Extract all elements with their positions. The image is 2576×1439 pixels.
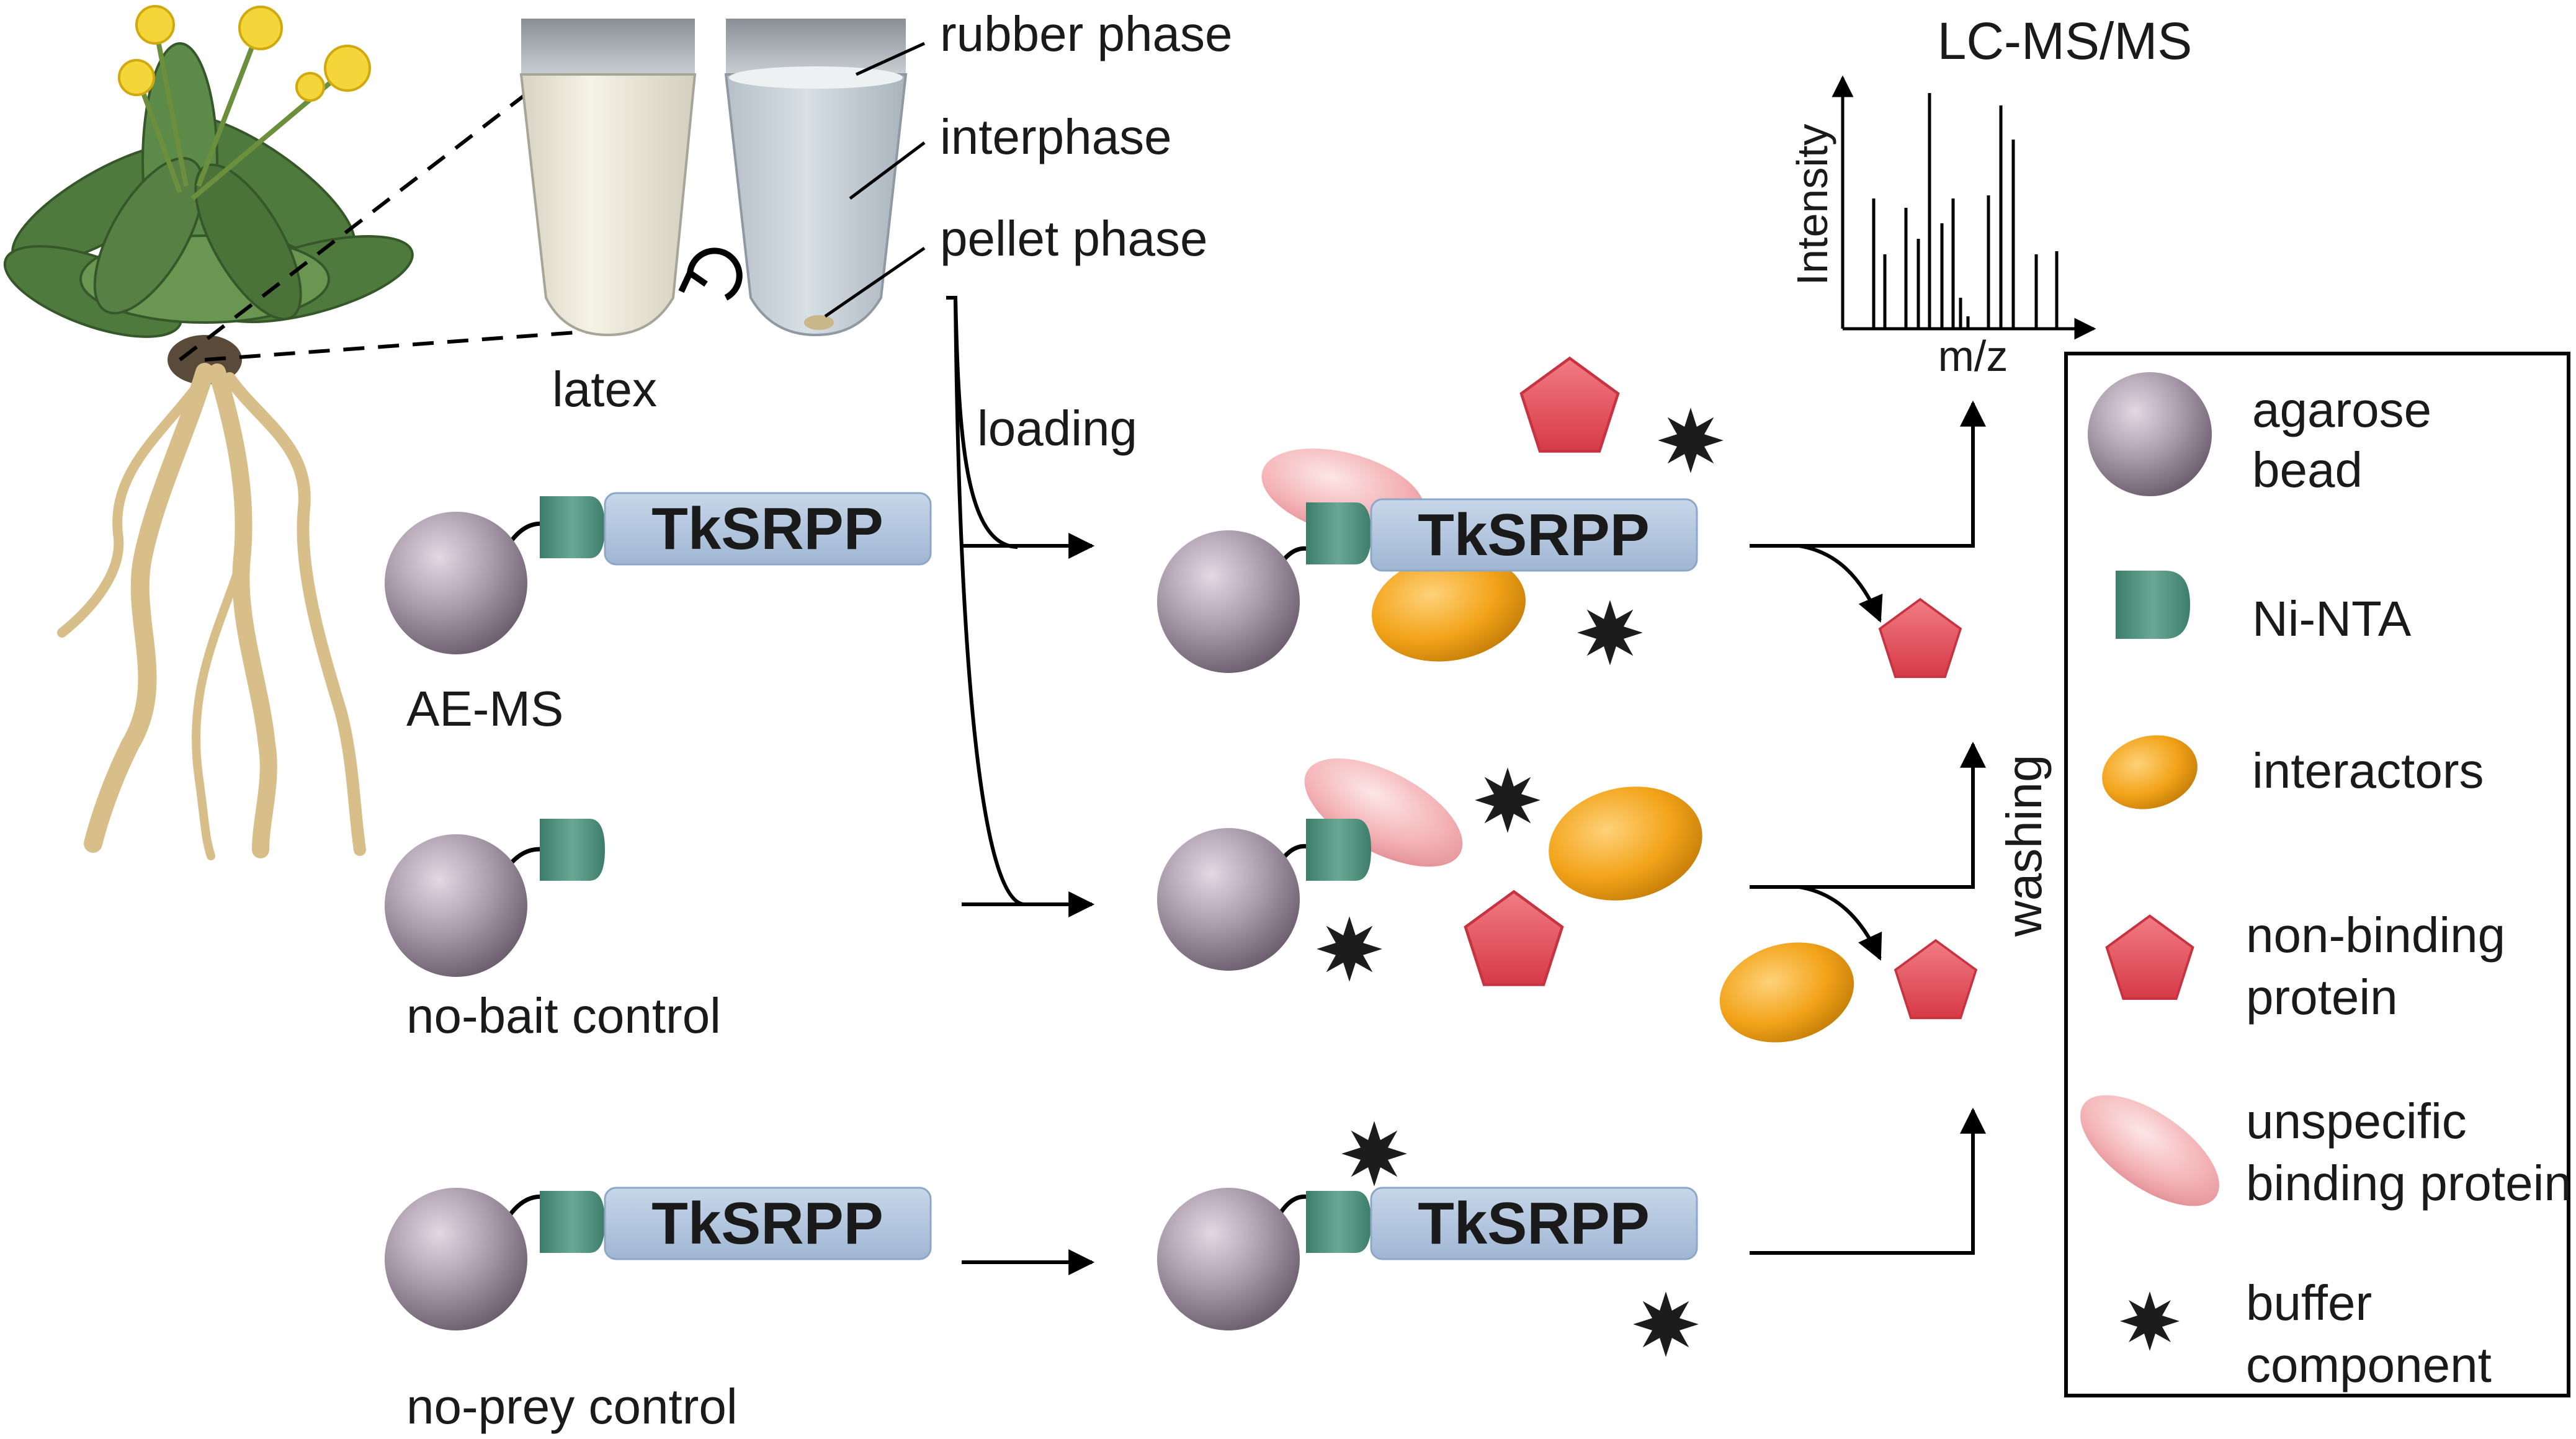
buffer-component [1658, 408, 1724, 473]
agarose-bead [1157, 1188, 1300, 1330]
tksrpp-bait [1370, 498, 1698, 572]
ni-nta [1306, 819, 1371, 881]
interactor-protein [1372, 554, 1526, 662]
non-binding-protein [1465, 892, 1562, 985]
pellet-phase-label: pellet phase [940, 211, 1207, 266]
buffer-component [1475, 767, 1541, 833]
no-prey-construct [385, 1187, 932, 1330]
legend-bead-line1: agarose [2252, 382, 2431, 437]
star-icon [2120, 1291, 2180, 1351]
tksrpp-bait-label: TkSRPP [1418, 1190, 1649, 1257]
agarose-bead [385, 1188, 527, 1330]
zoom-dashed-lines [179, 91, 627, 362]
no-prey-control-label: no-prey control [406, 1379, 738, 1434]
lc-ms-spectrum: LC-MS/MS m/z Intensity [1788, 12, 2192, 380]
tksrpp-bait [604, 492, 932, 566]
no-prey-loaded [1157, 1121, 1699, 1357]
agarose-bead [385, 834, 527, 977]
legend: agarose bead Ni-NTA interactors non-bind… [2064, 352, 2572, 1397]
rubber-phase-label: rubber phase [940, 6, 1232, 61]
non-binding-protein [1521, 359, 1618, 452]
buffer-component [1317, 916, 1382, 982]
bead-icon [2088, 372, 2212, 496]
ni-nta [540, 1191, 605, 1253]
legend-buffer-line1: buffer [2246, 1275, 2372, 1330]
legend-frame [2064, 352, 2570, 1397]
buffer-component [1577, 600, 1643, 666]
legend-buffer-line2: component [2246, 1337, 2492, 1392]
loading-flow-lines [946, 296, 1095, 1275]
unspecific-icon [2080, 1095, 2219, 1206]
tksrpp-bait [1370, 1187, 1698, 1260]
tksrpp-bait-label: TkSRPP [1418, 502, 1649, 568]
interactor-icon [2102, 735, 2198, 809]
ni-nta [1306, 1191, 1371, 1253]
agarose-bead [1157, 828, 1300, 971]
phase-leader-lines [824, 42, 926, 318]
no-bait-loaded [1157, 758, 1702, 985]
intensity-axis-label: Intensity [1788, 124, 1836, 286]
latex-label: latex [552, 362, 657, 417]
ni-nta-icon [2116, 571, 2190, 639]
agarose-bead [1157, 530, 1300, 673]
spectrum-peaks [1872, 93, 2059, 329]
ni-nta [540, 496, 605, 558]
legend-unspecific-line1: unspecific [2246, 1094, 2467, 1149]
ni-nta [540, 819, 605, 881]
centrifugation-icon [678, 247, 743, 301]
ni-nta [1306, 502, 1371, 564]
interactor-protein [1719, 942, 1854, 1043]
unspecific-binding-protein [1304, 758, 1463, 867]
legend-bead-line2: bead [2252, 442, 2363, 497]
ae-ms-label: AE-MS [406, 681, 563, 736]
buffer-component [1633, 1291, 1699, 1357]
lc-ms-title: LC-MS/MS [1938, 12, 2193, 70]
interphase-label: interphase [940, 109, 1172, 164]
legend-unspecific-line2: binding protein [2246, 1156, 2572, 1211]
mz-axis-label: m/z [1938, 332, 2008, 380]
non-binding-protein [1879, 598, 1962, 679]
legend-interactors-line1: interactors [2252, 743, 2484, 798]
agarose-bead [385, 512, 527, 654]
no-bait-control-label: no-bait control [406, 988, 721, 1043]
tksrpp-bait [604, 1187, 932, 1260]
legend-non-binding-line2: protein [2246, 969, 2398, 1025]
loading-label: loading [977, 401, 1137, 456]
non-binding-protein [1894, 939, 1977, 1020]
tksrpp-bait-label: TkSRPP [651, 496, 883, 562]
ae-ms-construct [385, 492, 932, 654]
legend-ni-nta-line1: Ni-NTA [2252, 591, 2412, 646]
no-bait-construct [385, 819, 605, 977]
ae-ms-loaded [1157, 359, 1724, 673]
latex-tube [519, 19, 697, 337]
dandelion-plant-illustration [3, 5, 414, 860]
buffer-component [1341, 1121, 1407, 1187]
tksrpp-bait-label: TkSRPP [651, 1190, 883, 1257]
legend-non-binding-line1: non-binding [2246, 907, 2505, 963]
washing-flow-lines [1750, 400, 1986, 1255]
interactor-protein [1549, 786, 1702, 901]
washing-label: washing [1997, 754, 2052, 937]
